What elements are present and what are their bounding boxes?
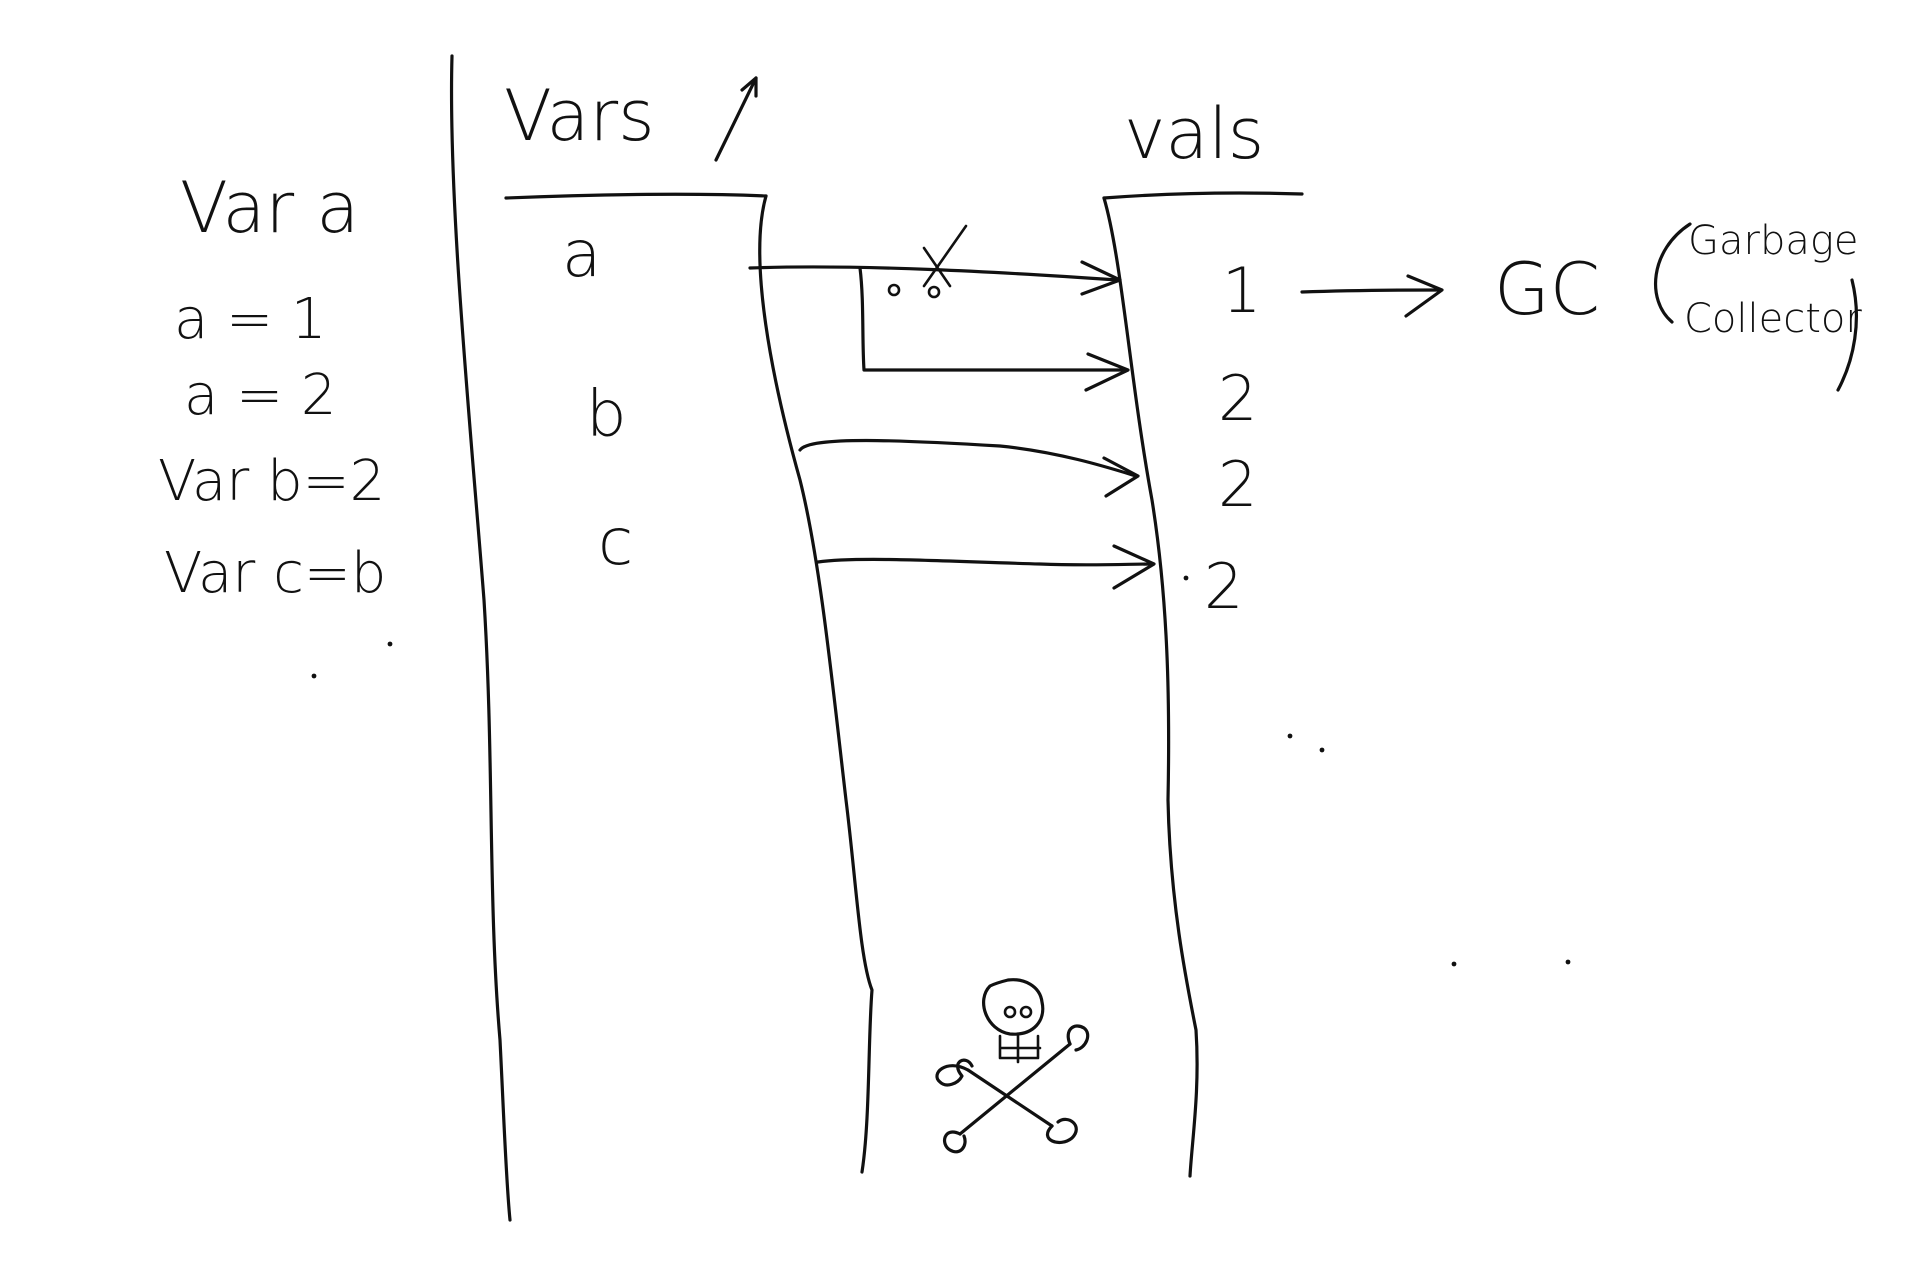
arrow-a-to-2-head (1084, 352, 1130, 392)
code-line-a-equals-2: a = 2 (184, 363, 336, 428)
vals-column: vals 1 2 2 2 (1102, 93, 1304, 1178)
vars-cell-b: b (586, 378, 627, 452)
stray-dot (387, 641, 393, 647)
arrow-c-to-2-head (1112, 544, 1156, 590)
vals-cell-1: 1 (1222, 254, 1261, 327)
arrow-c-to-2 (816, 557, 1154, 567)
reference-arrows (748, 224, 1189, 590)
arrow-a-to-1-head (1080, 260, 1122, 296)
scissors-icon-ring (927, 285, 941, 299)
gc-note-line-2: Collector (1684, 296, 1862, 342)
arrow-b-to-2 (798, 438, 1138, 478)
crossbone (966, 1068, 1054, 1128)
vars-title-arrow (714, 76, 758, 162)
vars-header-line (504, 192, 768, 200)
gc-close-paren (1836, 278, 1858, 392)
vars-column-right-edge (758, 194, 874, 1174)
gc-note-line-1: Garbage (1688, 218, 1858, 264)
bone-end (1066, 1024, 1090, 1052)
stray-dot (1565, 959, 1571, 965)
skull-head (982, 978, 1045, 1036)
stray-dot (1451, 961, 1457, 967)
vals-column-title: vals (1124, 93, 1264, 175)
code-line-a-equals-1: a = 1 (174, 287, 326, 352)
code-line-var-a: Var a (180, 167, 359, 249)
vars-cell-c: c (598, 506, 633, 580)
arrow-1-to-gc-head (1404, 274, 1444, 318)
vals-cell-2-first: 2 (1218, 362, 1257, 435)
code-line-var-b: Var b=2 (158, 449, 385, 514)
scissors-icon-ring (887, 283, 901, 297)
skull-eye (1019, 1005, 1033, 1019)
arrow-a-to-1 (748, 265, 1120, 282)
vals-cell-2-second: 2 (1218, 448, 1257, 521)
gc-label: GC (1494, 247, 1600, 331)
skull-eye (1003, 1005, 1017, 1019)
vars-column: Vars a b c (504, 75, 874, 1174)
vars-title-arrow-head (740, 76, 758, 98)
code-listing: Var a a = 1 a = 2 Var b=2 Var c=b (158, 167, 393, 679)
vals-header-line (1102, 191, 1304, 200)
code-line-var-c: Var c=b (164, 541, 386, 606)
bone-end (1045, 1117, 1078, 1144)
stray-dot (1287, 733, 1293, 739)
arrow-1-to-gc (1300, 288, 1442, 294)
arrow-a-to-2 (858, 266, 1128, 372)
bone-end (942, 1130, 967, 1154)
gc-open-paren (1653, 222, 1692, 324)
vals-column-left-edge (1102, 196, 1199, 1178)
scissors-icon (922, 224, 968, 288)
arrow-b-to-2-head (1102, 456, 1140, 498)
skull-jaw (998, 1034, 1042, 1064)
skull-crossbones-icon (935, 978, 1090, 1154)
bone-end (935, 1058, 974, 1087)
crossbone (958, 1042, 1072, 1136)
vars-cell-a: a (562, 218, 601, 292)
stray-dot (311, 673, 317, 679)
divider-line (449, 54, 512, 1222)
stray-dot (1183, 575, 1189, 581)
vals-cell-2-third: 2 (1204, 550, 1243, 623)
garbage-collection: GC Garbage Collector (1300, 218, 1862, 392)
vars-column-title: Vars (504, 75, 655, 157)
stray-dot (1319, 747, 1325, 753)
